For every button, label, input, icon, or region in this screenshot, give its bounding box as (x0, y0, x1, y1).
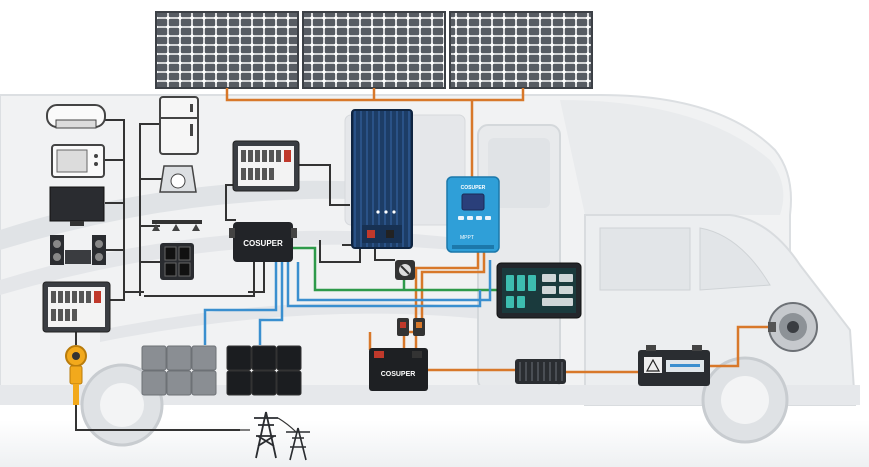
grid-line (240, 417, 297, 433)
hub-brand-label: COSUPER (243, 239, 283, 248)
lead-acid-battery-bank-icon (226, 345, 302, 396)
battery-monitor-display-icon (496, 262, 582, 319)
power-grid-tower-icon (286, 427, 310, 461)
solar-array (155, 11, 593, 89)
rv-body (0, 94, 869, 467)
battery-brand-label: COSUPER (381, 371, 416, 378)
solar-panel-icon (302, 11, 446, 89)
inverter-icon (351, 109, 413, 249)
mppt-charge-controller-icon: COSUPER MPPT (446, 176, 500, 253)
speaker-system-icon (50, 235, 106, 265)
dc-distribution-hub-icon: COSUPER (229, 222, 297, 262)
starter-battery-icon (638, 345, 710, 386)
house-battery-icon: COSUPER (369, 348, 428, 391)
dc-blue-wires (203, 260, 492, 345)
controller-caption: MPPT (460, 235, 474, 241)
microwave-icon (51, 144, 105, 178)
dc-dc-charger-icon (515, 359, 566, 384)
fuse-icon (413, 318, 425, 336)
alternator-icon (768, 302, 818, 352)
refrigerator-icon (159, 96, 199, 155)
power-grid-tower-icon (254, 411, 278, 459)
ac-wires (75, 119, 395, 431)
controller-brand-label: COSUPER (461, 185, 486, 191)
ac-distribution-panel-icon (232, 140, 300, 192)
television-icon (49, 186, 105, 226)
range-hood-icon (159, 165, 197, 193)
lithium-battery-bank-icon (141, 345, 217, 396)
solar-panel-icon (449, 11, 593, 89)
solar-panel-icon (155, 11, 299, 89)
circuit-breaker-icon (397, 318, 409, 336)
wall-outlets-icon (160, 243, 194, 280)
transfer-switch-icon (395, 260, 415, 280)
shore-power-plug-icon (65, 345, 87, 405)
air-conditioner-icon (46, 104, 106, 129)
ceiling-lights-icon (152, 220, 202, 231)
ac-distribution-panel-icon (42, 281, 111, 333)
